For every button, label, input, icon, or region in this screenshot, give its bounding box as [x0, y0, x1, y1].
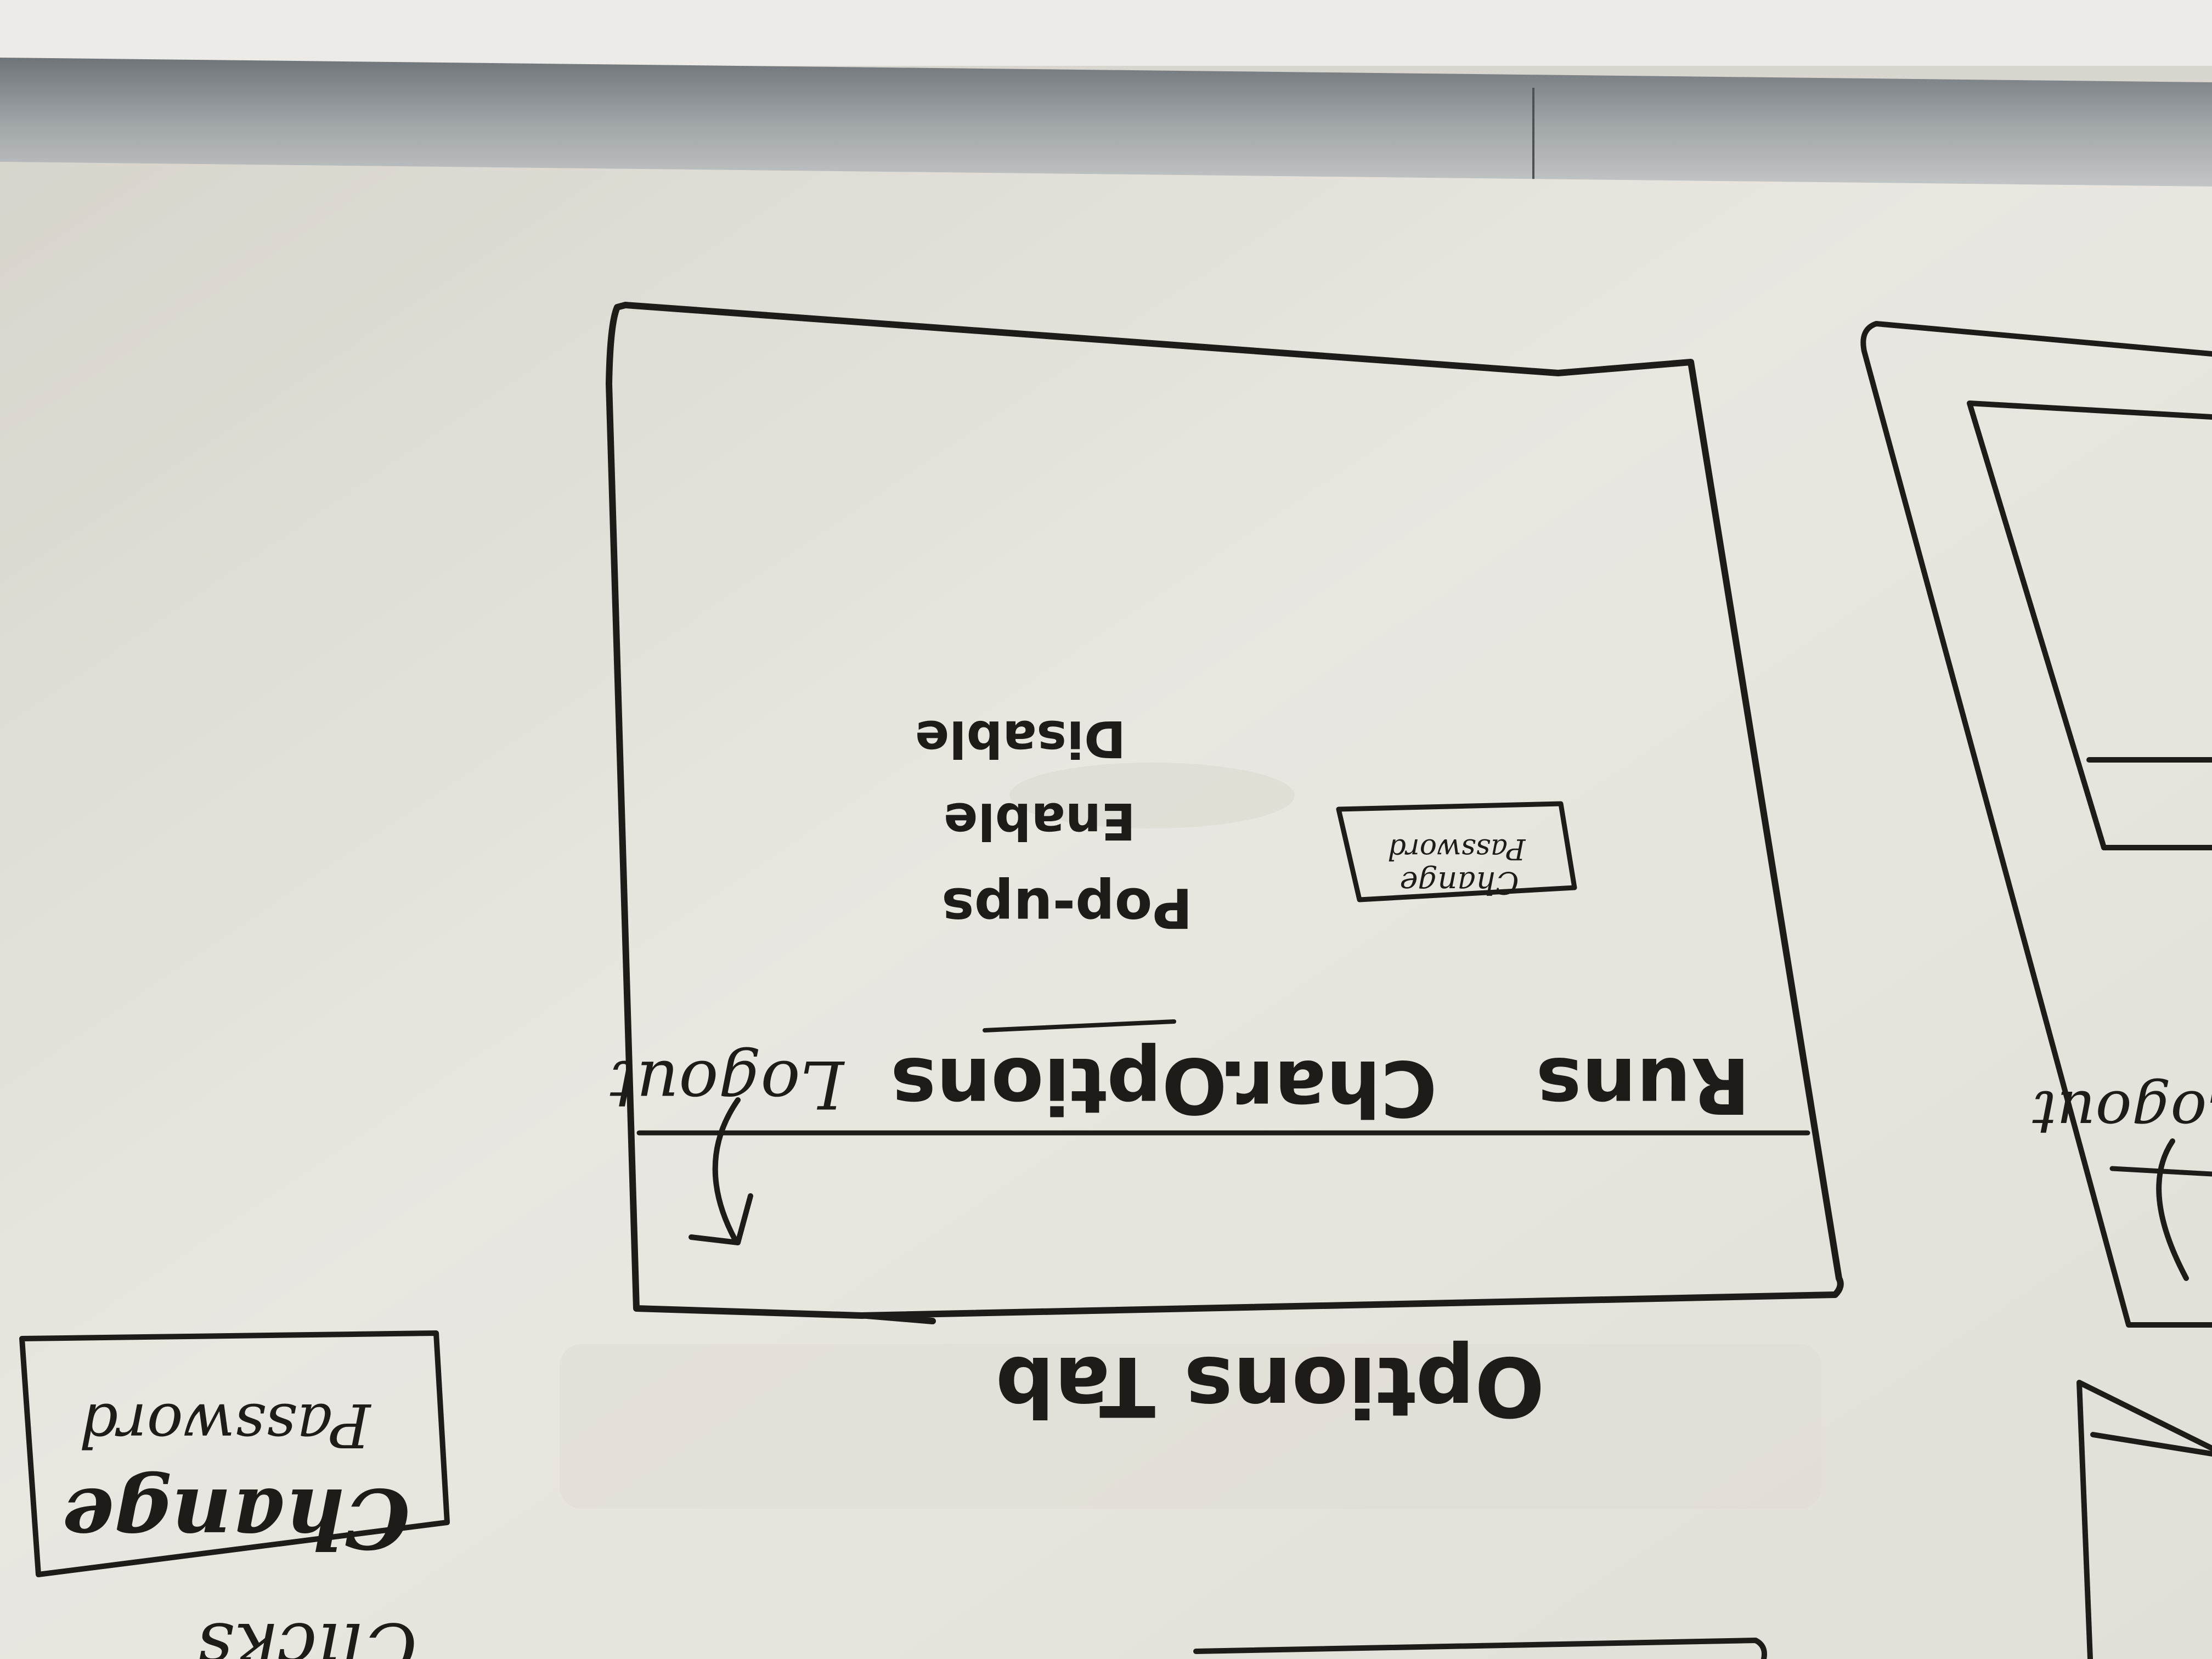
popups-heading: Pop-ups [941, 876, 1192, 940]
popups-section: Pop-ups Enable Disable [915, 709, 1193, 940]
tab-options[interactable]: Options [890, 1040, 1227, 1130]
tab-runs[interactable]: Runs [1536, 1040, 1750, 1130]
change-password-button[interactable]: Change Password [1336, 801, 1577, 902]
change-password-label-line2: Password [1388, 832, 1526, 865]
right-lower-divider [2090, 1432, 2212, 1457]
side-button-frame [19, 1330, 450, 1577]
bottom-partial-stroke [1193, 1638, 1767, 1659]
smudge [1009, 763, 1295, 828]
tab-logout[interactable]: Logout [610, 1046, 845, 1122]
curved-arrow-head [689, 1193, 753, 1245]
right-frame-outer [1860, 321, 2212, 1328]
ceiling [0, 0, 2212, 66]
options-tab-wireframe: Runs Char. Options Logout Pop-ups Enable [606, 302, 1844, 1434]
side-change-password-sketch: Change Password Clicks [19, 1330, 450, 1659]
right-partial-sketch: Logout [1860, 321, 2212, 1659]
right-frame-inner [1967, 400, 2212, 850]
tab-char[interactable]: Char. [1218, 1043, 1437, 1132]
side-password-label: Password [80, 1390, 372, 1460]
whiteboard-surface [0, 162, 2212, 1659]
tab-bar: Runs Char. Options Logout [610, 1019, 1750, 1132]
right-curved-arrow-icon [2156, 1138, 2189, 1281]
popups-enable-option[interactable]: Enable [944, 792, 1136, 850]
wireframe-caption: Options Tab [996, 1338, 1545, 1434]
side-clicks-label: Clicks [198, 1607, 417, 1659]
caption-underline [864, 1312, 936, 1324]
tab-options-underline [983, 1019, 1176, 1032]
right-logout-label: Logout [2032, 1077, 2212, 1148]
board-rail [0, 58, 2212, 187]
smudge [560, 1344, 1821, 1509]
side-change-label: Change [61, 1470, 410, 1566]
popups-disable-option[interactable]: Disable [915, 709, 1126, 768]
wireframe-frame [606, 302, 1844, 1319]
right-lower-frame [2076, 1380, 2212, 1659]
curved-arrow-icon [712, 1097, 741, 1243]
change-password-label-line1: Change [1400, 865, 1519, 900]
